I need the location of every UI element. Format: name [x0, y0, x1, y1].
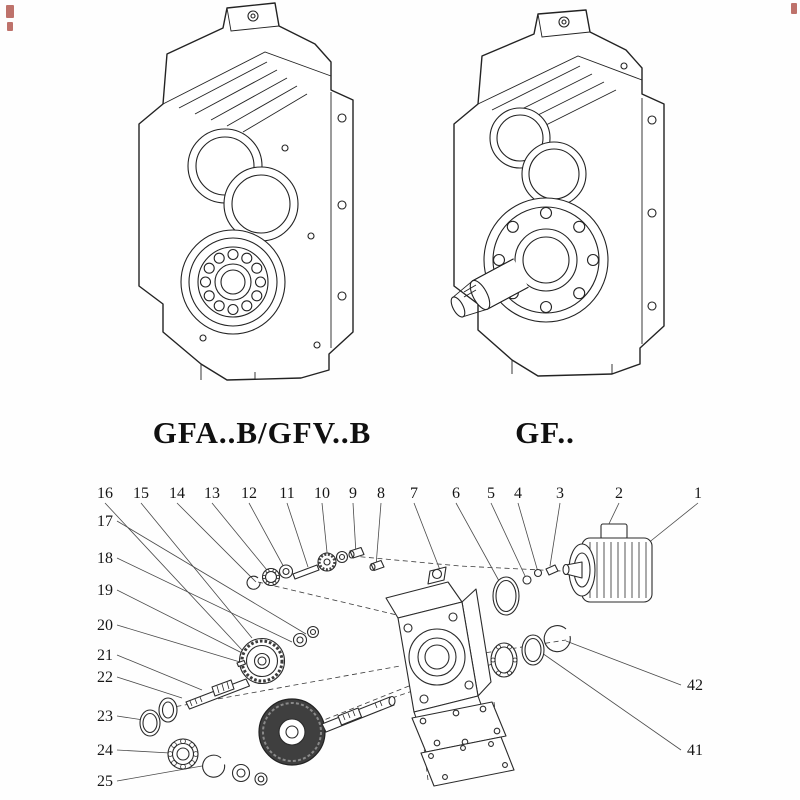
callout-12: 12 [241, 485, 257, 502]
callout-22: 22 [97, 669, 113, 686]
upper-shaft-assembly [246, 546, 385, 590]
callout-17: 17 [97, 513, 113, 530]
callout-5: 5 [487, 485, 495, 502]
callout-24: 24 [97, 742, 113, 759]
callout-10: 10 [314, 485, 330, 502]
flange-screws [199, 113, 347, 349]
left-pinion-shaft [158, 678, 251, 723]
input-bore-circles [489, 107, 587, 207]
callout-8: 8 [377, 485, 385, 502]
gearbox-housing [385, 566, 492, 727]
red-artifact-mark [7, 22, 13, 31]
red-artifact-mark [791, 3, 797, 14]
flange-screws [620, 62, 657, 311]
callout-20: 20 [97, 617, 113, 634]
gearbox-drawing-gfab [138, 2, 354, 381]
callout-11: 11 [279, 485, 294, 502]
output-flange [483, 197, 609, 323]
callout-6: 6 [452, 485, 460, 502]
callout-19: 19 [97, 582, 113, 599]
gearbox-drawing-gf [450, 9, 665, 377]
cooling-fins [178, 61, 308, 133]
callout-21: 21 [97, 647, 113, 664]
exploded-parts-diagram: 16 15 14 13 12 11 10 9 8 7 6 5 4 3 2 1 1… [97, 485, 703, 790]
callout-42: 42 [687, 677, 703, 694]
callout-7: 7 [410, 485, 418, 502]
callout-1: 1 [694, 485, 702, 502]
leader-lines [104, 502, 699, 782]
callout-14: 14 [169, 485, 185, 502]
callout-23: 23 [97, 708, 113, 725]
callout-2: 2 [615, 485, 623, 502]
top-cap-screw [247, 10, 259, 22]
callout-3: 3 [556, 485, 564, 502]
callout-numbers: 16 15 14 13 12 11 10 9 8 7 6 5 4 3 2 1 1… [97, 485, 703, 790]
callout-41: 41 [687, 742, 703, 759]
callout-16: 16 [97, 485, 113, 502]
callout-13: 13 [204, 485, 220, 502]
input-worm-shaft [321, 695, 396, 733]
model-label-gfab: GFA..B/GFV..B [152, 415, 372, 450]
callout-9: 9 [349, 485, 357, 502]
output-bearing [180, 229, 286, 335]
big-helical-gear [258, 698, 326, 766]
output-shaft [450, 258, 529, 318]
callout-4: 4 [514, 485, 522, 502]
callout-18: 18 [97, 550, 113, 567]
red-artifact-mark [6, 5, 14, 18]
lower-left-bearing-set [139, 709, 268, 786]
cover-plates [411, 701, 515, 787]
top-cap-screw [558, 16, 570, 28]
callout-15: 15 [133, 485, 149, 502]
middle-gear-set [236, 625, 320, 685]
electric-motor [562, 523, 653, 603]
model-label-gf: GF.. [515, 415, 575, 450]
callout-25: 25 [97, 773, 113, 790]
input-bore-circles [187, 128, 299, 242]
motor-side-rings [490, 564, 571, 678]
